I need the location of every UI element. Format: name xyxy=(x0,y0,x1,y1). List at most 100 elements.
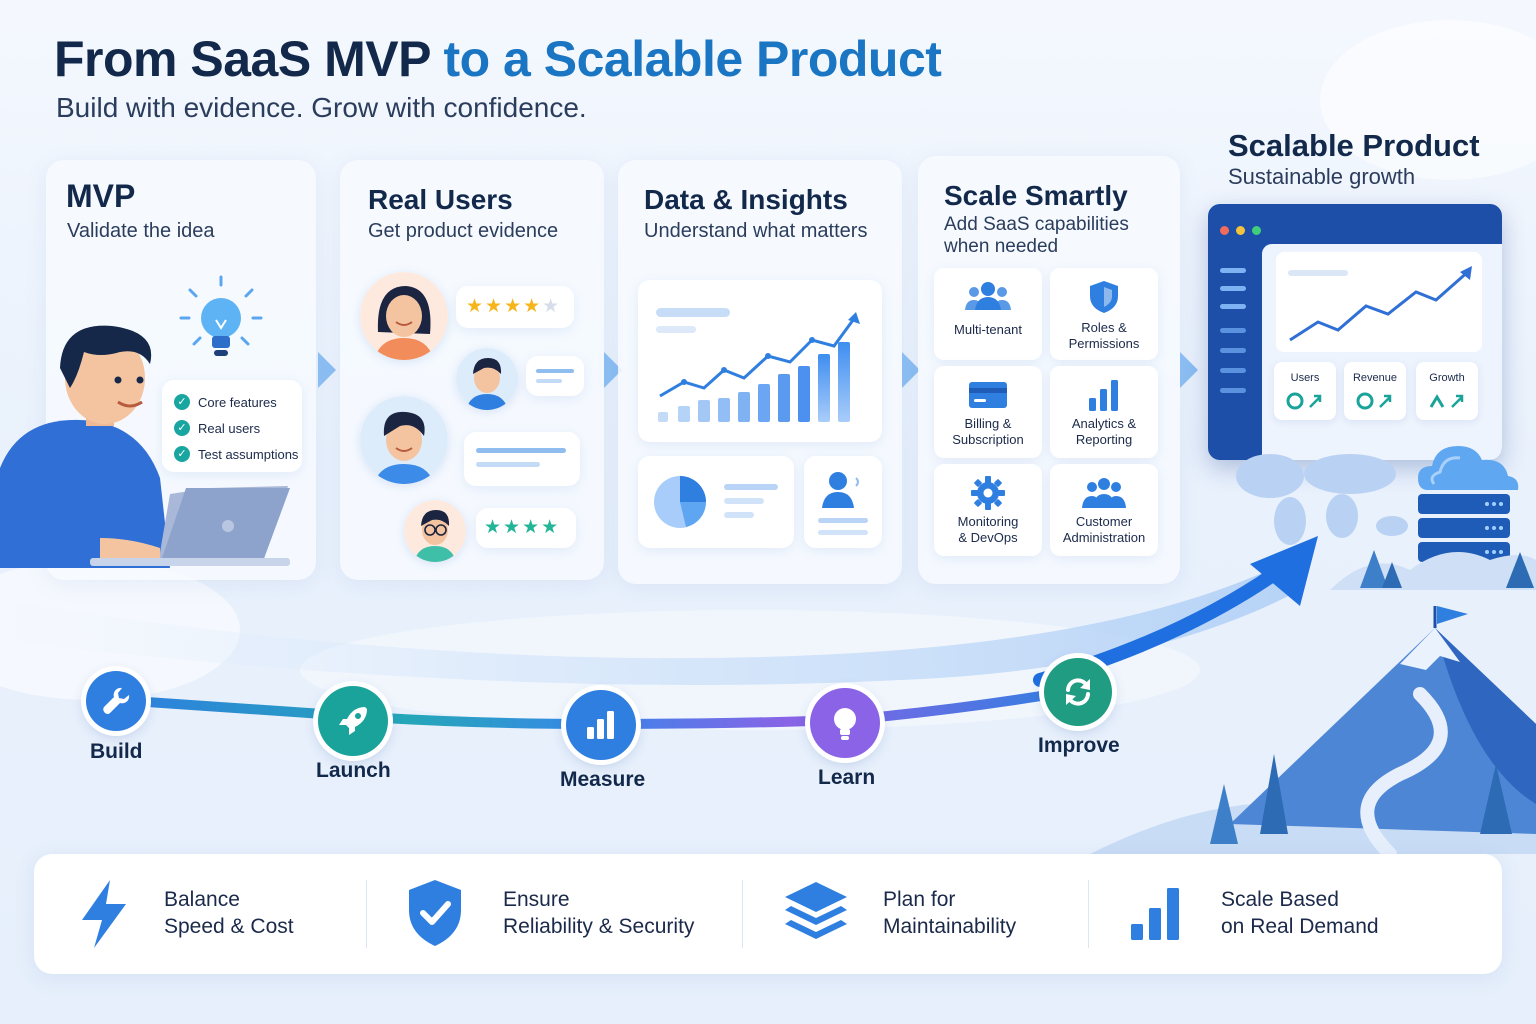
metric-card-users: Users xyxy=(1274,362,1336,420)
metric-label: Growth xyxy=(1429,372,1465,384)
tile-label: Customer xyxy=(1075,514,1133,529)
bar-chart-icon xyxy=(1131,888,1179,940)
credit-card-icon xyxy=(969,382,1007,408)
tile-label: Reporting xyxy=(1075,432,1133,447)
tile-label: Roles & xyxy=(1081,320,1127,335)
rating-stars-icon: ★★★★ xyxy=(484,517,561,538)
stage-users-subtitle: Get product evidence xyxy=(368,220,559,242)
stage-arrow-icon xyxy=(1180,352,1198,388)
female-user-icon xyxy=(360,272,448,360)
metric-label: Revenue xyxy=(1352,372,1398,384)
cycle-step-build xyxy=(86,671,146,731)
profile-card xyxy=(804,456,882,548)
user-avatar xyxy=(360,272,448,360)
tile-label: Permissions xyxy=(1068,336,1140,351)
stage-arrow-icon xyxy=(902,352,920,388)
metric-card-growth: Growth xyxy=(1416,362,1478,420)
cycle-step-improve xyxy=(1044,658,1112,726)
lightning-icon xyxy=(82,880,126,948)
pie-chart-card xyxy=(638,456,794,548)
principle-line-1: Balance xyxy=(164,888,240,911)
background-cloud xyxy=(1320,20,1536,180)
shield-check-icon xyxy=(409,880,461,946)
comment-bubble xyxy=(464,432,580,486)
cycle-step-learn xyxy=(810,688,880,758)
stage-scale-subtitle-line-1: Add SaaS capabilities xyxy=(944,214,1129,235)
principle-line-1: Scale Based xyxy=(1221,888,1339,911)
checklist-item-label: Test assumptions xyxy=(198,446,299,462)
tile-label: & DevOps xyxy=(958,530,1018,545)
capability-tile-billing: Billing &Subscription xyxy=(934,366,1042,458)
lightbulb-icon xyxy=(834,708,856,740)
window-maximize-dot xyxy=(1252,226,1261,235)
check-icon: ✓ xyxy=(174,420,190,436)
bar-chart-icon xyxy=(587,711,614,739)
shield-icon xyxy=(1090,281,1118,313)
person-with-laptop-illustration xyxy=(0,325,290,568)
stage-product-subtitle: Sustainable growth xyxy=(1228,164,1416,189)
growth-chart-card xyxy=(638,280,882,442)
dashboard-content: Users Revenue Growth xyxy=(1262,244,1502,460)
stage-arrow-icon xyxy=(318,352,336,388)
capability-tile-multi-tenant: Multi-tenant xyxy=(934,268,1042,360)
tile-label: Subscription xyxy=(952,432,1024,447)
trend-up-icon xyxy=(1356,392,1392,410)
tile-label: Billing & xyxy=(964,416,1012,431)
divider xyxy=(366,880,367,948)
user-profile-icon xyxy=(822,472,859,508)
glasses-user-icon xyxy=(404,500,466,562)
mountain-flag-illustration xyxy=(1090,606,1536,854)
trend-up-icon xyxy=(1286,392,1322,410)
user-avatar xyxy=(456,348,518,410)
world-map-illustration xyxy=(1236,454,1408,545)
stage-data-title: Data & Insights xyxy=(644,184,848,215)
bar-line-chart-icon xyxy=(658,312,860,422)
refresh-icon xyxy=(1066,678,1090,706)
principle-line-2: Speed & Cost xyxy=(164,915,294,938)
male-user-icon xyxy=(456,348,518,410)
stage-scale-title: Scale Smartly xyxy=(944,180,1128,211)
cycle-step-label: Improve xyxy=(1038,734,1120,757)
check-icon: ✓ xyxy=(174,394,190,410)
cycle-step-label: Learn xyxy=(818,766,876,789)
principle-line-1: Plan for xyxy=(883,888,956,911)
male-user-icon xyxy=(360,396,448,484)
stage-mvp-subtitle: Validate the idea xyxy=(67,220,215,242)
stage-mvp-title: MVP xyxy=(66,178,136,214)
layers-icon xyxy=(785,882,847,939)
dashboard-chart-card xyxy=(1276,252,1482,352)
stage-scale-subtitle-line-2: when needed xyxy=(944,236,1059,257)
cloud-server-icon xyxy=(1418,446,1519,562)
checklist-item: ✓Core features xyxy=(174,394,277,410)
title-part-1: From SaaS MVP xyxy=(54,31,431,87)
cycle-step-label: Build xyxy=(90,740,143,763)
page-title: From SaaS MVP to a Scalable Product xyxy=(54,30,942,88)
comment-bubble xyxy=(526,356,584,396)
divider xyxy=(742,880,743,948)
principle-line-1: Ensure xyxy=(503,888,570,911)
rating-bubble: ★★★★★ xyxy=(456,286,574,328)
principle-line-2: Maintainability xyxy=(883,915,1017,938)
metric-card-revenue: Revenue xyxy=(1344,362,1406,420)
divider xyxy=(1088,880,1089,948)
trend-line-icon xyxy=(1289,266,1472,342)
user-avatar xyxy=(360,396,448,484)
cycle-step-measure xyxy=(566,690,636,760)
tile-label: Monitoring xyxy=(957,514,1019,529)
principle-line-2: Reliability & Security xyxy=(503,915,695,938)
lightbulb-icon xyxy=(179,275,263,356)
rating-bubble: ★★★★ xyxy=(476,508,576,548)
pie-chart-icon xyxy=(654,476,706,528)
wrench-icon xyxy=(103,687,130,714)
cycle-step-label: Measure xyxy=(560,768,646,791)
trend-up-icon xyxy=(1429,394,1464,408)
bar-chart-icon xyxy=(1089,380,1118,411)
checklist-item-label: Real users xyxy=(198,420,261,436)
metric-label: Users xyxy=(1290,372,1320,384)
tile-label: Administration xyxy=(1062,530,1146,545)
mvp-checklist-card: ✓Core features ✓ Real users ✓ Test assumpt… xyxy=(162,380,302,472)
principle-line-2: on Real Demand xyxy=(1221,915,1379,938)
